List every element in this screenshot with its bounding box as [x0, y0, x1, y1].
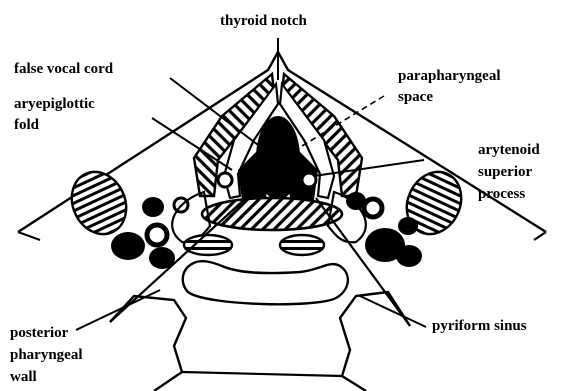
label-posterior-wall-3: wall [10, 368, 37, 387]
neck-lower-left-line [18, 232, 40, 240]
right-vessel-ring [364, 199, 382, 217]
label-posterior-wall-2: pharyngeal [10, 346, 83, 365]
label-parapharyngeal-space-2: space [398, 88, 433, 107]
neck-lower-right-line [534, 232, 546, 240]
left-posterior-hatched [184, 235, 232, 255]
right-pharyngeal-line [316, 198, 410, 326]
label-pyriform-sinus: pyriform sinus [432, 317, 527, 336]
left-vessel-1 [142, 197, 164, 217]
pharynx-lumen [183, 261, 348, 304]
left-lateral-muscle [62, 163, 136, 243]
right-posterior-hatched [280, 235, 324, 255]
leader-posterior-wall [76, 290, 160, 330]
label-arytenoid-2: superior [478, 163, 532, 182]
posterior-wall-bottom [182, 372, 342, 376]
label-thyroid-notch: thyroid notch [220, 12, 307, 31]
label-arytenoid-3: process [478, 185, 525, 204]
label-parapharyngeal-space-1: parapharyngeal [398, 67, 501, 86]
left-vessel-2 [111, 232, 145, 260]
left-vessel-ring [147, 225, 167, 245]
label-aryepiglottic-fold-2: fold [14, 116, 39, 135]
label-arytenoid-1: arytenoid [478, 141, 540, 160]
left-arytenoid-ring [218, 173, 232, 187]
label-false-vocal-cord: false vocal cord [14, 60, 113, 79]
posterior-wall-right [340, 292, 410, 391]
right-vessel-4 [396, 245, 422, 267]
cricoid-plate [202, 198, 342, 230]
label-aryepiglottic-fold-1: aryepiglottic [14, 95, 95, 114]
right-vessel-3 [398, 217, 418, 235]
label-posterior-wall-1: posterior [10, 324, 68, 343]
